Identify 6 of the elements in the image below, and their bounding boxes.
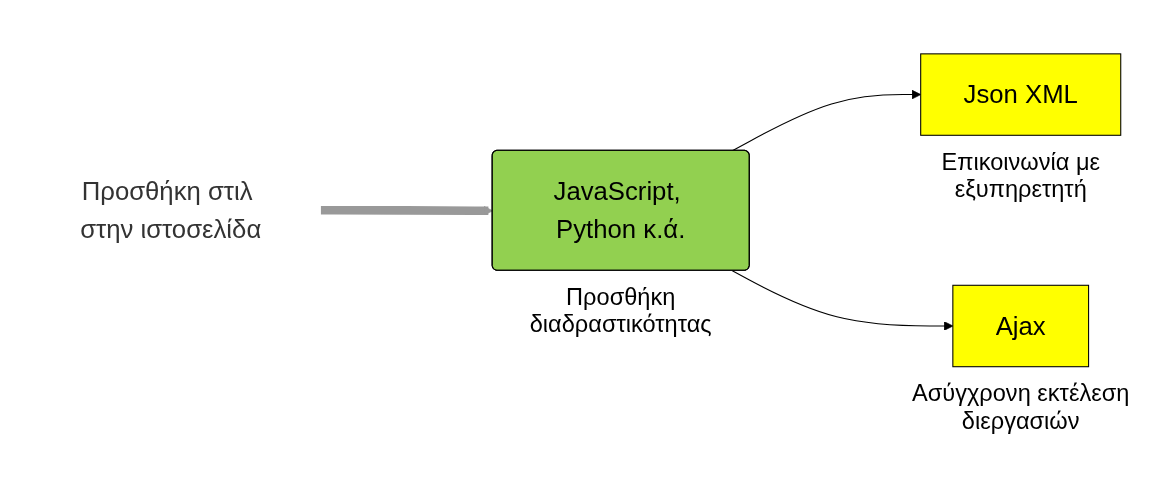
caption-text: Επικοινωνία με εξυπηρετητή [940, 148, 1101, 205]
caption-text: Ασύγχρονη εκτέλεση διεργασιών [911, 379, 1131, 437]
node-box: Json XML [920, 53, 1122, 136]
node-text: Προσθήκη στιλ στην ιστοσελίδα [80, 176, 262, 244]
caption-text: Προσθήκη διαδραστικότητας [528, 283, 713, 340]
node-box: Ajax [952, 284, 1090, 368]
